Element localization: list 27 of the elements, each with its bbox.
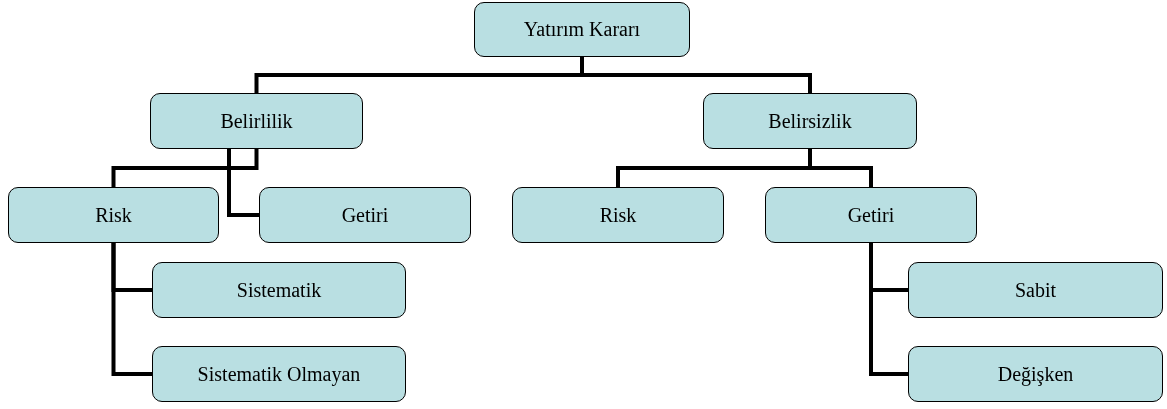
process-box [703,93,917,149]
node-label: Sistematik [236,278,322,302]
process-box [765,187,977,243]
node-label: Sistematik Olmayan [197,362,361,386]
process-box [908,262,1163,318]
process-box [512,187,724,243]
process-box [152,346,406,402]
node-label: Risk [95,203,132,227]
connector-line [111,149,259,187]
process-box [474,2,690,57]
connector-line [111,243,152,376]
node-label: Değişken [997,362,1074,386]
node-label: Belirsizlik [768,109,852,133]
process-box [150,93,363,149]
connector-line [808,149,873,187]
node-label: Risk [599,203,637,227]
node-label: Belirlilik [220,109,293,133]
node-label: Getiri [847,203,895,227]
connector-line [227,149,259,217]
process-box [908,346,1163,402]
process-box [152,262,406,318]
node-label: Yatırım Kararı [523,18,641,41]
node-label: Sabit [1014,278,1057,302]
connector-line [580,57,812,93]
node-label: Getiri [341,203,389,227]
process-box [259,187,471,243]
process-box [8,187,219,243]
